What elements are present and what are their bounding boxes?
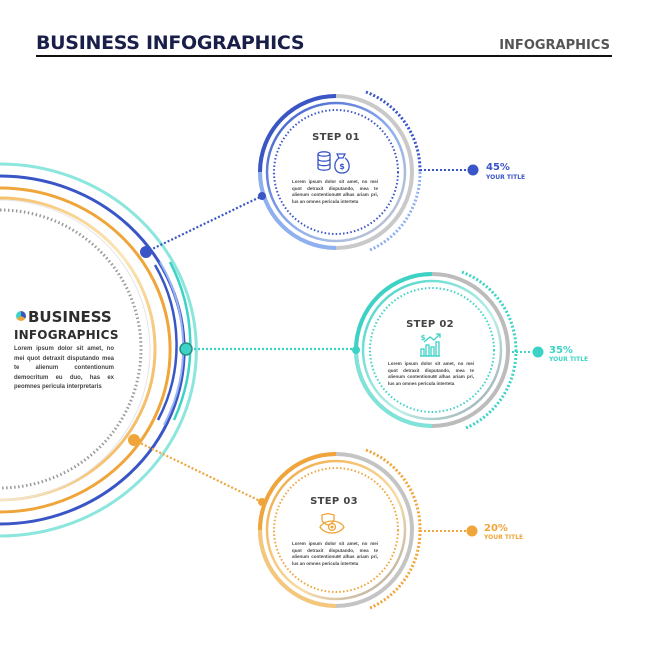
step-01-label: YOUR TITLE: [486, 174, 526, 181]
logo-icon: [16, 311, 26, 321]
header-subtitle: INFOGRAPHICS: [499, 38, 610, 53]
node-dot-01: [140, 246, 152, 258]
connector-step-03: [133, 439, 263, 503]
money-bag-icon: $: [317, 151, 350, 174]
main-description: Lorem ipsum dolor sit amet, no mei quot …: [14, 346, 114, 390]
step-03-label: YOUR TITLE: [484, 534, 524, 541]
step-02-percent: 35%: [549, 345, 573, 356]
step-01-description: Lorem ipsum dolor sit amet, no mei quot …: [292, 179, 378, 204]
step-01-title: STEP 01: [312, 132, 360, 143]
main-title: BUSINESS INFOGRAPHICS: [14, 308, 126, 344]
step-02-circle: [352, 270, 518, 430]
step-03-circle: [258, 448, 422, 610]
pct-dot-01: [467, 164, 479, 176]
connector-step-01: [145, 195, 263, 253]
step-01-circle: [258, 90, 422, 252]
pct-dot-02: [532, 346, 544, 358]
step-01-percent: 45%: [486, 162, 510, 173]
step-02-description: Lorem ipsum dolor sit amet, no mei quot …: [388, 361, 474, 386]
header-title: BUSINESS INFOGRAPHICS: [36, 32, 305, 54]
growth-chart-icon: $: [420, 333, 441, 357]
node-dot-02: [179, 342, 193, 356]
step-02-label: YOUR TITLE: [549, 356, 589, 363]
step-03-description: Lorem ipsum dolor sit amet, no mei quot …: [292, 541, 378, 566]
node-dot-03: [128, 434, 140, 446]
main-title-line1: BUSINESS: [28, 308, 112, 326]
step-03-percent: 20%: [484, 523, 508, 534]
step-02-title: STEP 02: [406, 319, 454, 330]
svg-text:$: $: [339, 162, 345, 171]
eye-shield-icon: [319, 513, 345, 534]
step-03-title: STEP 03: [310, 496, 358, 507]
header-divider: [36, 55, 612, 57]
main-title-line2: INFOGRAPHICS: [14, 328, 119, 342]
pct-dot-03: [466, 525, 478, 537]
svg-text:$: $: [421, 334, 426, 342]
